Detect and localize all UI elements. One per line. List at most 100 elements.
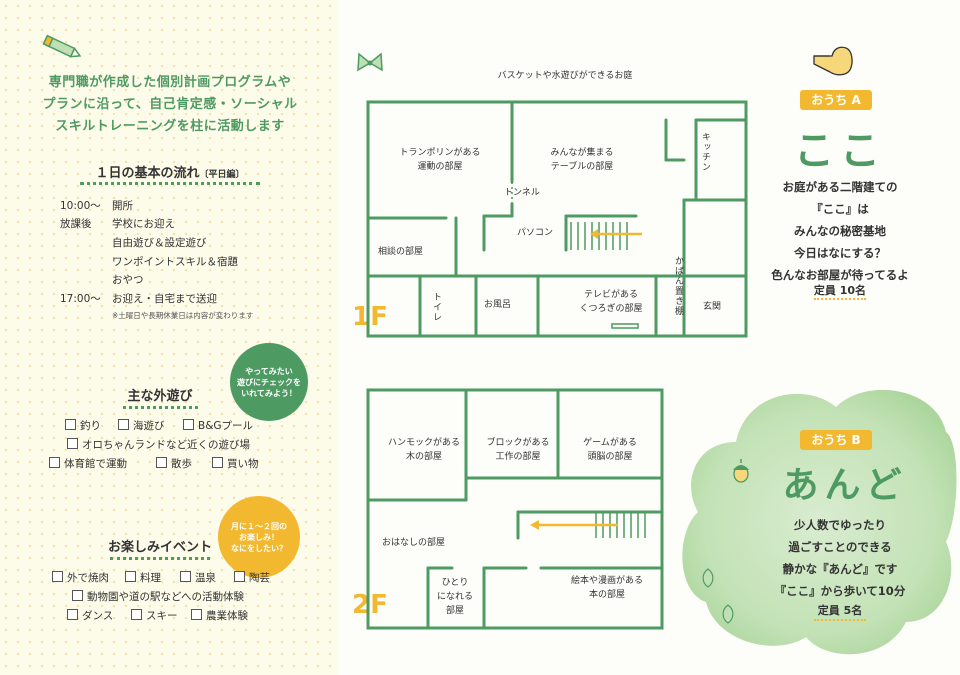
floor-2-plan [366,388,664,630]
checkbox-label: 散歩 [171,458,192,470]
checkbox-item[interactable]: 体育館で運動 [49,456,127,471]
checkbox-square[interactable] [156,457,167,468]
leaf-icon [702,568,714,588]
events-badge: 月に１〜２回のお楽しみ！なにをしたい？ [218,496,300,578]
acorn-icon [733,459,749,483]
schedule-text: ワンポイントスキル＆宿題 [112,256,238,268]
room-text: トランポリンがある [399,148,481,158]
checkbox-square[interactable] [234,571,245,582]
schedule-title-tag: 〔平日編〕 [199,170,245,180]
room-pc: パソコン [517,228,554,238]
checkbox-label: 料理 [140,572,161,584]
checkbox-item[interactable]: B&Gプール [183,418,253,433]
intro-line: スキルトレーニングを柱に活動します [55,119,285,134]
checkbox-item[interactable]: 外で焼肉 [52,570,109,585]
room-text: 運動の部屋 [417,162,463,172]
checkbox-item[interactable]: 買い物 [212,456,259,471]
schedule-note: ※土曜日や長期休業日は内容が変わります [112,311,254,320]
schedule-text: おやつ [112,274,144,286]
schedule-divider [80,182,260,185]
desc-line: お庭がある二階建ての [782,180,898,194]
room-hammock: ハンモックがある木の部屋 [374,436,474,464]
schedule-row: 放課後 学校にお迎え [60,216,175,231]
room-text: ハンモックがある [387,438,460,448]
checkbox-item[interactable]: 釣り [65,418,101,433]
checkbox-square[interactable] [118,419,129,430]
checkbox-square[interactable] [125,571,136,582]
checkbox-square[interactable] [72,590,83,601]
checkbox-square[interactable] [131,609,142,620]
room-bag-shelf: かばん置き棚 [673,256,683,316]
floor-1-label: 1F [352,302,388,332]
room-block: ブロックがある工作の部屋 [470,436,566,464]
house-a-tag: おうち A [800,90,872,110]
checkbox-square[interactable] [212,457,223,468]
checkbox-square[interactable] [52,571,63,582]
house-b-capacity: 定員 5名 [817,604,863,617]
schedule-row: 10:00〜開所 [60,198,133,213]
checkbox-square[interactable] [191,609,202,620]
checkbox-square[interactable] [183,419,194,430]
checkbox-square[interactable] [67,609,78,620]
room-books: 絵本や漫画がある本の部屋 [552,574,662,602]
checkbox-item[interactable]: 農業体験 [191,608,248,623]
schedule-time: 放課後 [60,218,92,230]
desc-line: 過ごすことのできる [788,540,892,554]
house-b-tag: おうち B [800,430,872,450]
schedule-row: 17:00〜お迎え・自宅まで送迎 [60,291,217,306]
checkbox-item[interactable]: 動物園や道の駅などへの活動体験 [72,589,244,604]
room-text: テーブルの部屋 [550,162,614,172]
schedule-time: 10:00〜 [60,200,101,212]
house-a-name: ここ [794,128,886,174]
desc-line: 静かな『あんど』です [782,562,898,576]
room-entrance: 玄関 [703,302,722,312]
room-text: 頭脳の部屋 [587,452,633,462]
checkbox-label: スキー [146,610,178,622]
checkbox-item[interactable]: 温泉 [180,570,216,585]
room-bath: お風呂 [484,300,512,310]
intro-line: プランに沿って、自己肯定感・ソーシャル [42,97,298,112]
checkbox-label: 外で焼肉 [67,572,109,584]
checkbox-label: 農業体験 [206,610,248,622]
checkbox-label: 体育館で運動 [64,458,127,470]
checkbox-item[interactable]: 散歩 [156,456,192,471]
room-text: 工作の部屋 [495,452,541,462]
room-game: ゲームがある頭脳の部屋 [560,436,660,464]
left-panel [0,0,338,675]
checkbox-item[interactable]: オロちゃんランドなど近くの遊び場 [67,437,250,452]
garden-caption: バスケットや水遊びができるお庭 [497,71,633,81]
checkbox-square[interactable] [180,571,191,582]
room-text: ブロックがある [486,438,550,448]
room-alone: ひとりになれる部屋 [430,576,480,618]
events-title: お楽しみイベント [107,540,212,555]
badge-line: お楽しみ！ [239,532,279,542]
bow-icon [357,52,383,72]
floor-1-plan [366,100,748,338]
checkbox-item[interactable]: ダンス [67,608,113,623]
room-text: 絵本や漫画がある [570,576,643,586]
room-trampoline: トランポリンがある運動の部屋 [380,146,500,174]
checkbox-item[interactable]: 陶芸 [234,570,270,585]
room-story: おはなしの部屋 [382,538,446,548]
room-tunnel: トンネル [504,188,540,198]
badge-line: 遊びにチェックを [237,377,301,387]
checkbox-item[interactable]: 海遊び [118,418,165,433]
checkbox-item[interactable]: スキー [131,608,178,623]
schedule-text: 学校にお迎え [112,218,175,230]
room-text: ひとり [441,578,469,588]
checkbox-square[interactable] [49,457,60,468]
checkbox-label: 動物園や道の駅などへの活動体験 [87,591,244,603]
checkbox-square[interactable] [65,419,76,430]
floor-2-label: 2F [352,590,388,620]
checkbox-item[interactable]: 料理 [125,570,161,585]
checkbox-label: ダンス [82,610,114,622]
checkbox-label: 釣り [80,420,101,432]
room-text: 部屋 [445,606,464,616]
desc-line: 今日はなにする？ [793,246,887,260]
schedule-row: 自由遊び＆設定遊び [60,235,207,250]
checkbox-square[interactable] [67,438,78,449]
room-text: テレビがある [583,290,638,300]
desc-line: 色んなお部屋が待ってるよ [771,268,909,282]
pointing-hand-icon [813,46,853,76]
house-b-name: あんど [782,465,908,506]
